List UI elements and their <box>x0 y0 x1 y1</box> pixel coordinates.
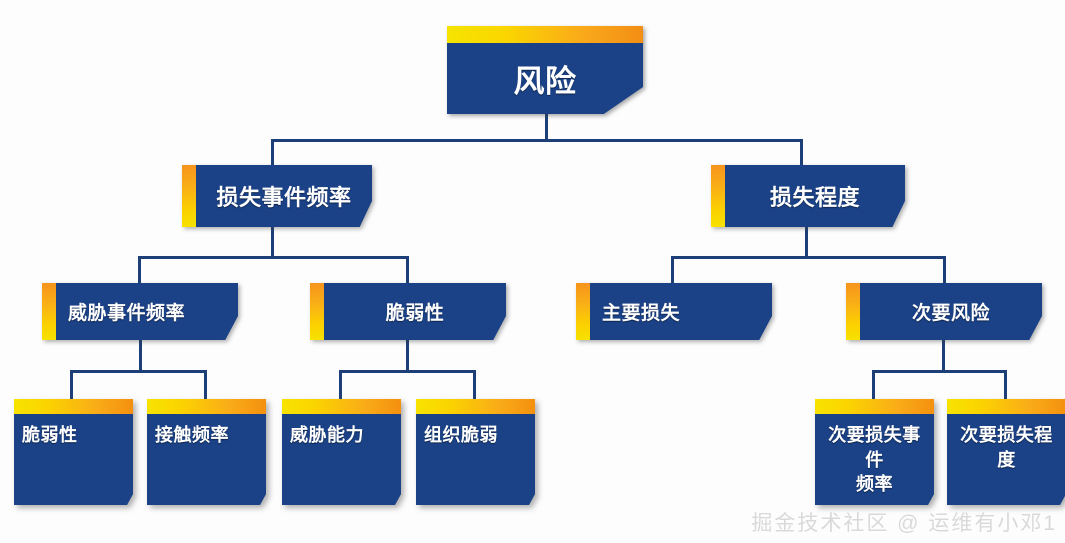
node-body: 次要损失事件 频率 <box>815 414 934 505</box>
connector-vuln-bus <box>339 370 475 373</box>
node-accent-bar <box>416 399 535 414</box>
connector-lef-stem <box>271 226 274 258</box>
leaf-vulnerability[interactable]: 脆弱性 <box>14 399 133 505</box>
connector-secondary-leaf1 <box>872 370 875 400</box>
node-accent-bar <box>310 283 324 340</box>
watermark-text: 掘金技术社区 @ 运维有小邓1 <box>751 512 1057 535</box>
node-label: 威胁事件频率 <box>68 303 186 324</box>
node-vulnerability[interactable]: 脆弱性 <box>310 283 506 340</box>
node-body: 次要损失程度 <box>947 414 1065 505</box>
node-body: 次要风险 <box>860 283 1042 340</box>
node-loss-event-frequency[interactable]: 损失事件频率 <box>182 165 372 227</box>
node-body: 损失程度 <box>725 165 905 227</box>
leaf-secondary-loss-magnitude[interactable]: 次要损失程度 <box>947 399 1065 505</box>
connector-vuln-leaf1 <box>339 370 342 400</box>
node-body: 威胁能力 <box>282 414 401 505</box>
node-body: 组织脆弱 <box>416 414 535 505</box>
connector-root-to-lm <box>800 139 803 167</box>
node-accent-bar <box>576 283 590 340</box>
node-label: 脆弱性 <box>22 425 78 445</box>
node-label: 脆弱性 <box>385 303 445 324</box>
connector-lm-to-secondary <box>943 256 946 284</box>
node-secondary-risk[interactable]: 次要风险 <box>846 283 1042 340</box>
leaf-threat-capability[interactable]: 威胁能力 <box>282 399 401 505</box>
connector-tef-stem <box>139 340 142 372</box>
node-accent-bar <box>147 399 266 414</box>
node-label: 威胁能力 <box>290 425 364 445</box>
node-accent-bar <box>182 165 196 227</box>
node-accent-bar <box>282 399 401 414</box>
leaf-secondary-loss-event-frequency[interactable]: 次要损失事件 频率 <box>815 399 934 505</box>
node-label: 损失程度 <box>769 185 860 210</box>
connector-root-to-lef <box>271 139 274 167</box>
node-accent-bar <box>14 399 133 414</box>
node-accent-bar <box>42 283 56 340</box>
node-primary-loss[interactable]: 主要损失 <box>576 283 772 340</box>
connector-tef-leaf2 <box>204 370 207 400</box>
connector-lef-bus <box>138 256 409 259</box>
connector-lm-stem <box>805 226 808 258</box>
node-body: 威胁事件频率 <box>56 283 238 340</box>
node-label: 风险 <box>513 64 577 99</box>
node-body: 脆弱性 <box>14 414 133 505</box>
node-threat-event-frequency[interactable]: 威胁事件频率 <box>42 283 238 340</box>
node-label: 次要损失事件 频率 <box>828 425 921 495</box>
node-accent-bar <box>711 165 725 227</box>
node-label: 损失事件频率 <box>216 185 352 210</box>
node-label: 接触频率 <box>155 425 229 445</box>
connector-tef-leaf1 <box>70 370 73 400</box>
node-body: 风险 <box>447 43 643 114</box>
node-loss-magnitude[interactable]: 损失程度 <box>711 165 905 227</box>
node-label: 次要风险 <box>911 303 990 324</box>
connector-secondary-stem <box>942 340 945 372</box>
connector-lef-to-vuln <box>406 256 409 284</box>
node-accent-bar <box>447 26 643 43</box>
node-accent-bar <box>815 399 934 414</box>
connector-lm-to-primary <box>671 256 674 284</box>
connector-lef-to-tef <box>138 256 141 284</box>
connector-secondary-bus <box>872 370 1006 373</box>
connector-root-bus <box>271 139 803 142</box>
node-body: 主要损失 <box>590 283 772 340</box>
connector-vuln-stem <box>406 340 409 372</box>
connector-root-stem <box>545 113 548 141</box>
connector-lm-bus <box>671 256 946 259</box>
node-label: 主要损失 <box>602 303 681 324</box>
node-body: 脆弱性 <box>324 283 506 340</box>
node-accent-bar <box>947 399 1065 414</box>
leaf-organizational-vulnerability[interactable]: 组织脆弱 <box>416 399 535 505</box>
node-label: 组织脆弱 <box>424 425 498 445</box>
node-body: 损失事件频率 <box>196 165 372 227</box>
node-accent-bar <box>846 283 860 340</box>
node-body: 接触频率 <box>147 414 266 505</box>
leaf-contact-frequency[interactable]: 接触频率 <box>147 399 266 505</box>
node-risk[interactable]: 风险 <box>447 26 643 114</box>
connector-secondary-leaf2 <box>1004 370 1007 400</box>
connector-tef-bus <box>70 370 207 373</box>
node-label: 次要损失程度 <box>960 425 1053 470</box>
connector-vuln-leaf2 <box>473 370 476 400</box>
